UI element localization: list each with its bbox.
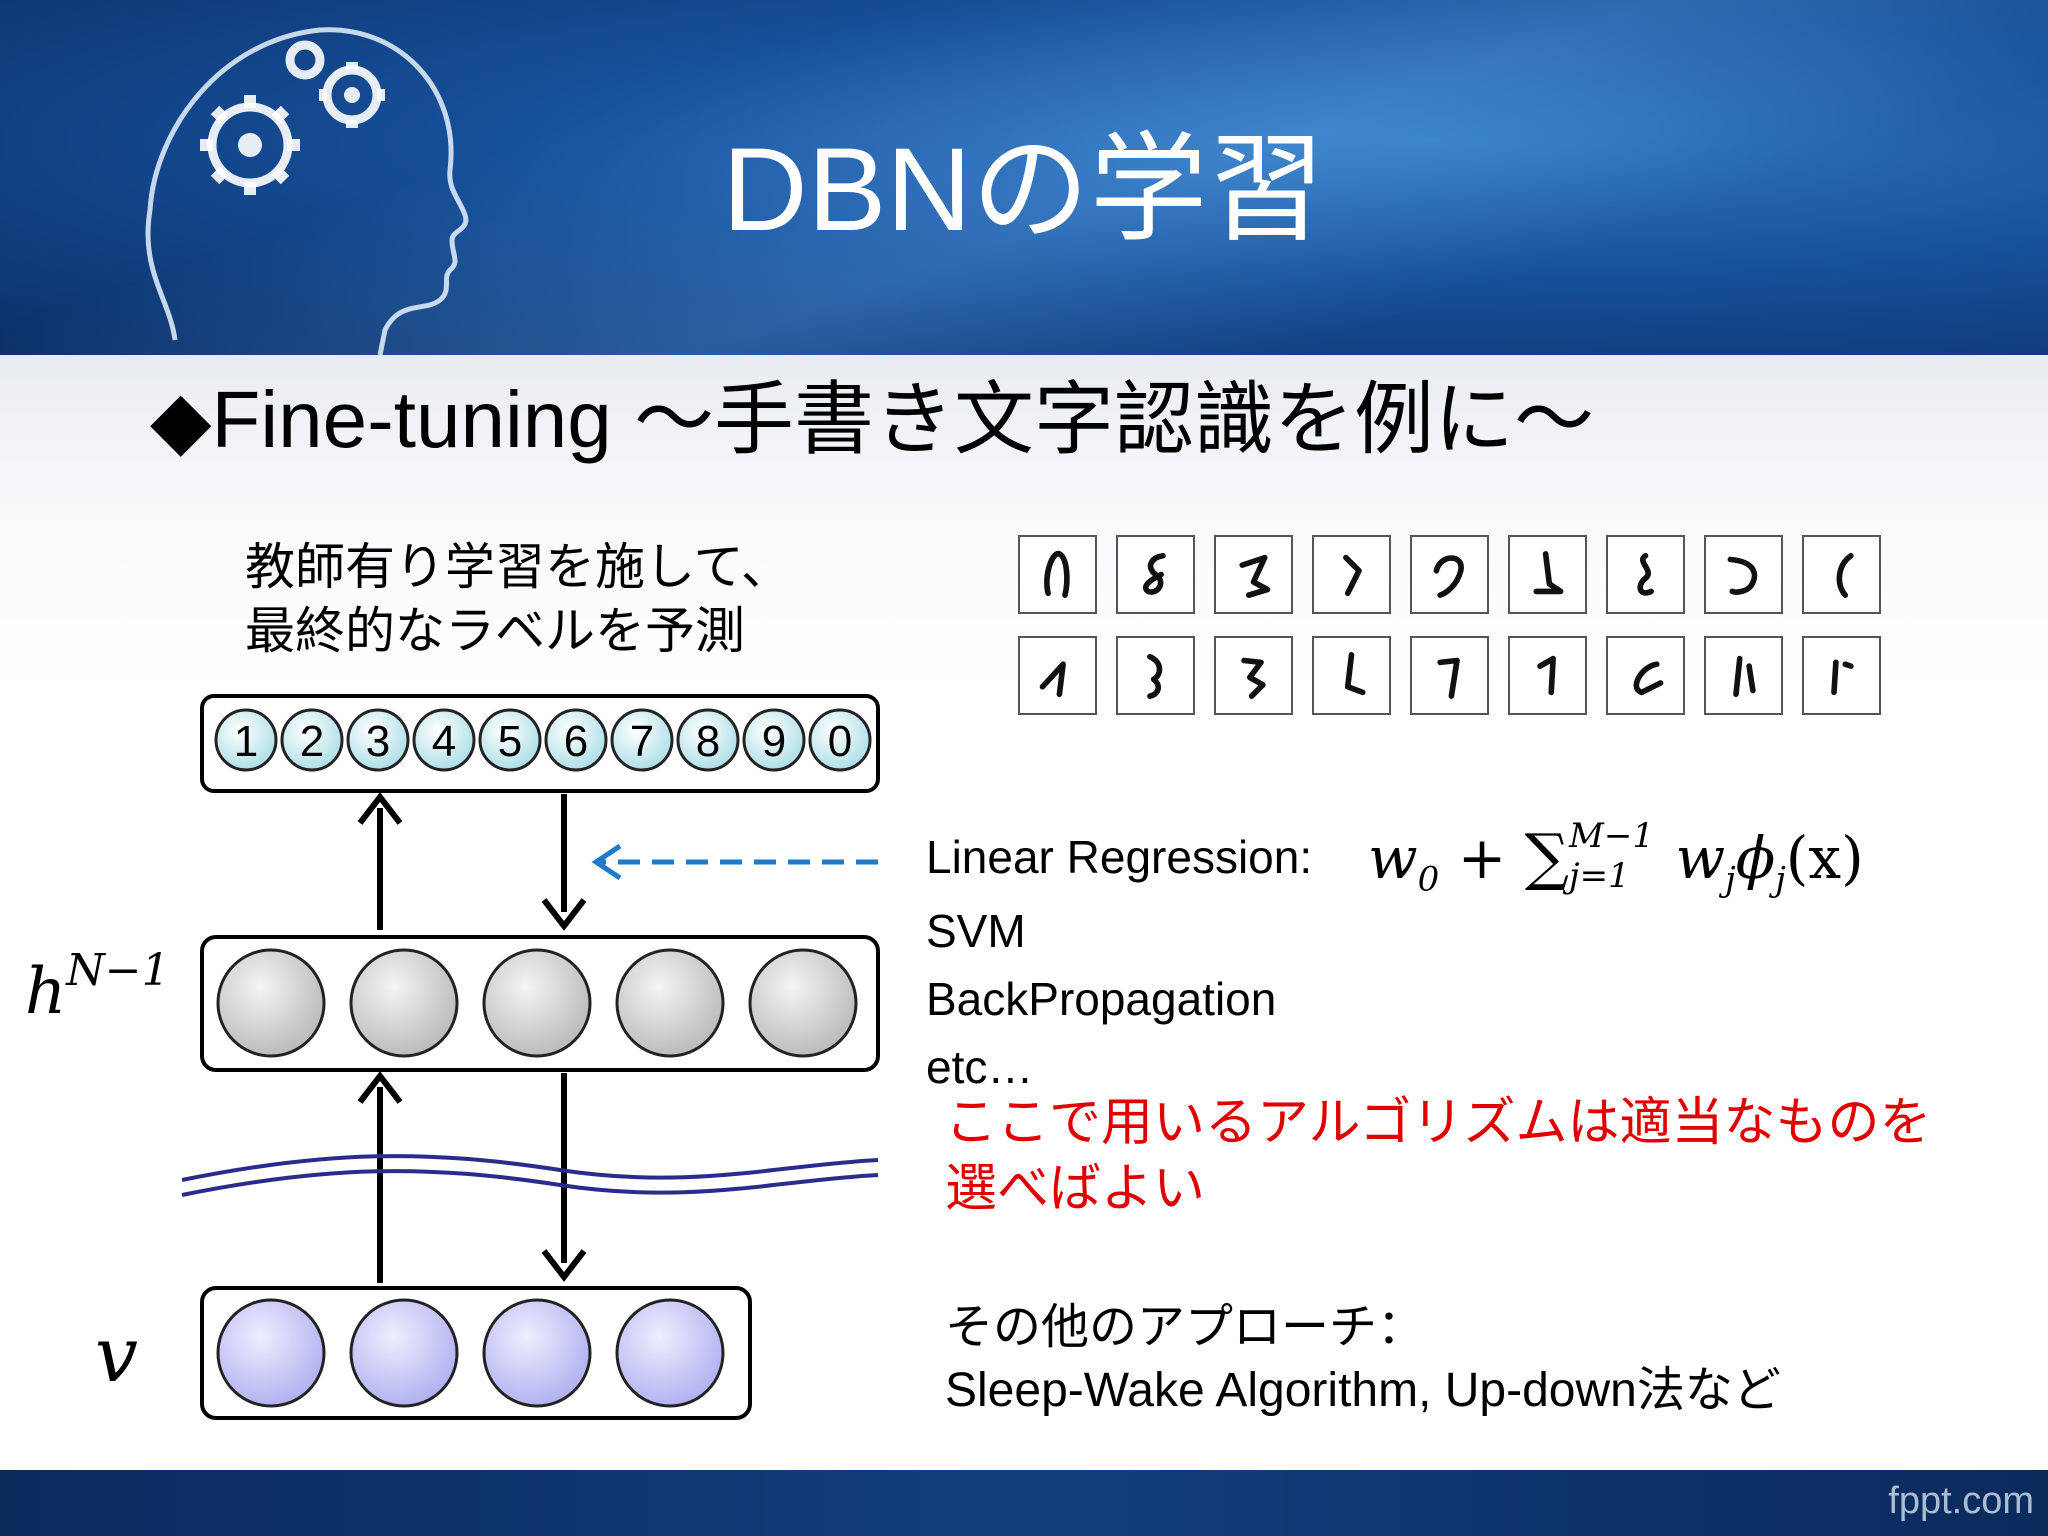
handwritten-digit-glyph: [1344, 652, 1366, 696]
formula-w0-sub: 0: [1417, 859, 1440, 900]
digit-sample: [1312, 535, 1391, 614]
visible-layer-label: v: [95, 1310, 138, 1399]
digit-sample: [1312, 636, 1391, 715]
header-light-streak: [0, 0, 2048, 355]
handwritten-digit-glyph: [1533, 551, 1564, 595]
handwritten-digit-glyph: [1147, 653, 1163, 699]
slide-title: DBNの学習: [722, 124, 1326, 256]
hidden-label-base: h: [25, 955, 67, 1029]
handwritten-digit-glyph: [1143, 552, 1166, 595]
method-svm: SVM: [926, 905, 1026, 957]
slide-subtitle: ◆Fine-tuning ～手書き文字認識を例に～: [150, 370, 1594, 470]
digit-sample: [1018, 636, 1097, 715]
algorithm-note: ここで用いるアルゴリズムは適当なものを選べばよい: [945, 1093, 1932, 1219]
handwritten-digit-glyph: [1437, 657, 1460, 699]
formula-phi-sub: j: [1775, 859, 1786, 900]
hidden-label-sup: N−1: [66, 945, 170, 996]
footer-bar: fppt.com: [0, 1470, 2048, 1536]
handwritten-digit-glyph: [1039, 661, 1066, 698]
other-approaches-heading: その他のアプローチ：: [945, 1299, 1426, 1355]
handwritten-digit-glyph: [1633, 661, 1664, 696]
handwritten-digit-glyph: [1733, 655, 1756, 698]
digit-sample: [1410, 535, 1489, 614]
digit-sample: [1116, 535, 1195, 614]
head-with-gears-icon: [145, 27, 469, 355]
formula-sum: ∑: [1524, 820, 1570, 893]
formula-sum-sub: j=1: [1569, 855, 1630, 896]
formula-wj: w: [1657, 824, 1726, 892]
digit-sample: [1214, 636, 1293, 715]
hidden-layer-label: hN−1: [25, 945, 170, 1029]
digit-sample: [1508, 535, 1587, 614]
digit-sample: [1606, 636, 1685, 715]
handwritten-digit-glyph: [1343, 554, 1362, 597]
handwritten-digit-glyph: [1831, 659, 1854, 696]
other-approaches-list: Sleep-Wake Algorithm, Up-down法など: [945, 1364, 1781, 1417]
formula-sum-sup: M−1: [1569, 815, 1654, 856]
method-linear-regression: Linear Regression:: [926, 831, 1313, 883]
handwritten-digit-glyph: [1727, 556, 1758, 595]
digit-sample: [1704, 535, 1783, 614]
digit-sample: [1116, 636, 1195, 715]
supervised-line-1: 教師有り学習を施して、: [245, 538, 791, 596]
handwritten-digit-glyph: [1044, 551, 1070, 598]
subtitle-text: Fine-tuning ～手書き文字認識を例に～: [211, 375, 1594, 464]
handwritten-digit-glyph: [1241, 657, 1266, 699]
handwritten-digit-glyph: [1637, 552, 1654, 596]
supervised-learning-text: 教師有り学習を施して、 最終的なラベルを予測: [245, 535, 791, 663]
formula-w: w: [1368, 824, 1418, 892]
digit-sample: [1410, 636, 1489, 715]
handwritten-digit-glyph: [1836, 552, 1854, 598]
other-approaches: その他のアプローチ： Sleep-Wake Algorithm, Up-down…: [945, 1295, 1781, 1423]
handwritten-digit-glyph: [1537, 655, 1556, 696]
supervised-line-2: 最終的なラベルを予測: [245, 602, 745, 660]
digit-sample: [1704, 636, 1783, 715]
digit-sample: [1214, 535, 1293, 614]
handwritten-digit-glyph: [1239, 554, 1271, 598]
method-etc: etc…: [926, 1041, 1034, 1093]
formula-phi: ϕ: [1735, 824, 1776, 892]
digit-sample: [1802, 535, 1881, 614]
digit-sample: [1802, 636, 1881, 715]
method-backprop: BackPropagation: [926, 973, 1277, 1025]
formula-plus: +: [1439, 824, 1525, 892]
formula-arg: (x): [1785, 824, 1864, 892]
digit-sample: [1508, 636, 1587, 715]
diamond-bullet-icon: ◆: [150, 373, 212, 466]
header-banner: DBNの学習: [0, 0, 2048, 355]
footer-watermark: fppt.com: [1888, 1480, 2034, 1522]
digit-sample: [1606, 535, 1685, 614]
handwritten-digit-glyph: [1433, 555, 1464, 598]
digit-sample: [1018, 535, 1097, 614]
formula-wj-sub: j: [1725, 859, 1736, 900]
